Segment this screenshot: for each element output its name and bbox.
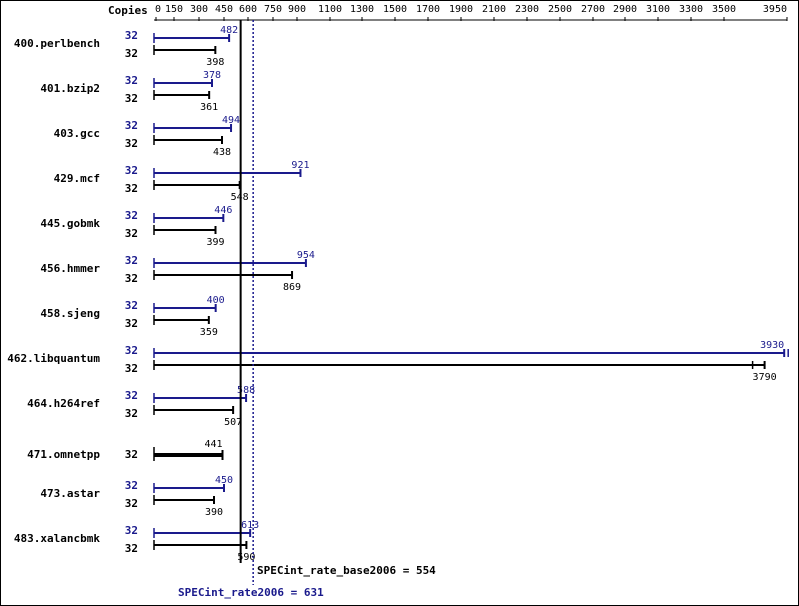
peak-copies-label: 32 xyxy=(125,119,138,132)
benchmark-label: 401.bzip2 xyxy=(40,82,100,95)
base-copies-label: 32 xyxy=(125,92,138,105)
peak-value-label: 494 xyxy=(222,115,240,126)
x-tick-label: 300 xyxy=(190,4,208,15)
base-copies-label: 32 xyxy=(125,272,138,285)
benchmark-label: 483.xalancbmk xyxy=(14,532,100,545)
peak-value-label: 3930 xyxy=(760,340,784,351)
x-tick-label: 2900 xyxy=(613,4,637,15)
base-copies-label: 32 xyxy=(125,182,138,195)
base-copies-label: 32 xyxy=(125,542,138,555)
x-tick-label: 0 xyxy=(155,4,161,15)
x-tick-label: 2300 xyxy=(515,4,539,15)
benchmark-label: 445.gobmk xyxy=(40,217,100,230)
x-tick-label: 1300 xyxy=(350,4,374,15)
base-copies-label: 32 xyxy=(125,448,138,461)
benchmark-label: 471.omnetpp xyxy=(27,448,100,461)
peak-copies-label: 32 xyxy=(125,299,138,312)
peak-copies-label: 32 xyxy=(125,479,138,492)
peak-copies-label: 32 xyxy=(125,254,138,267)
x-tick-label: 1500 xyxy=(383,4,407,15)
base-value-label: 869 xyxy=(283,282,301,293)
peak-value-label: 921 xyxy=(291,160,309,171)
peak-value-label: 446 xyxy=(214,205,232,216)
base-copies-label: 32 xyxy=(125,47,138,60)
peak-copies-label: 32 xyxy=(125,524,138,537)
base-value-label: 399 xyxy=(206,237,224,248)
benchmark-label: 473.astar xyxy=(40,487,100,500)
peak-copies-label: 32 xyxy=(125,209,138,222)
base-copies-label: 32 xyxy=(125,317,138,330)
x-tick-label: 1100 xyxy=(318,4,342,15)
benchmark-label: 456.hmmer xyxy=(40,262,100,275)
peak-value-label: 613 xyxy=(241,520,259,531)
x-tick-label: 600 xyxy=(239,4,257,15)
peak-value-label: 378 xyxy=(203,70,221,81)
peak-value-label: 450 xyxy=(215,475,233,486)
benchmark-label: 464.h264ref xyxy=(27,397,100,410)
benchmark-label: 458.sjeng xyxy=(40,307,100,320)
base-value-label: 3790 xyxy=(753,372,777,383)
base-value-label: 398 xyxy=(206,57,224,68)
copies-header: Copies xyxy=(108,4,148,17)
peak-value-label: 400 xyxy=(207,295,225,306)
base-value-label: 590 xyxy=(237,552,255,563)
x-tick-label: 3500 xyxy=(712,4,736,15)
x-tick-label: 1900 xyxy=(449,4,473,15)
peak-value-label: 954 xyxy=(297,250,315,261)
benchmark-label: 400.perlbench xyxy=(14,37,100,50)
x-tick-label: 2700 xyxy=(581,4,605,15)
base-copies-label: 32 xyxy=(125,497,138,510)
peak-copies-label: 32 xyxy=(125,29,138,42)
x-tick-label: 900 xyxy=(288,4,306,15)
x-tick-label: 150 xyxy=(165,4,183,15)
x-tick-label: 750 xyxy=(264,4,282,15)
benchmark-label: 403.gcc xyxy=(54,127,100,140)
x-tick-label: 1700 xyxy=(416,4,440,15)
peak-copies-label: 32 xyxy=(125,389,138,402)
base-copies-label: 32 xyxy=(125,407,138,420)
base-value-label: 361 xyxy=(200,102,218,113)
base-copies-label: 32 xyxy=(125,137,138,150)
labels-layer: 400.perlbench 32 482 32 398 401.bzip2 32 378 32 3… xyxy=(7,25,784,563)
base-value-label: 507 xyxy=(224,417,242,428)
base-value-label: 438 xyxy=(213,147,231,158)
base-copies-label: 32 xyxy=(125,362,138,375)
peak-copies-label: 32 xyxy=(125,164,138,177)
peak-value-label: 482 xyxy=(220,25,238,36)
peak-copies-label: 32 xyxy=(125,74,138,87)
x-tick-label: 450 xyxy=(215,4,233,15)
peak-value-label: 588 xyxy=(237,385,255,396)
peak-summary-label: SPECint_rate2006 = 631 xyxy=(178,586,324,599)
summary-layer: SPECint_rate_base2006 = 554SPECint_rate2… xyxy=(178,20,436,599)
peak-copies-label: 32 xyxy=(125,344,138,357)
x-tick-label: 3100 xyxy=(646,4,670,15)
benchmark-label: 462.libquantum xyxy=(7,352,100,365)
base-value-label: 390 xyxy=(205,507,223,518)
x-tick-label: 2100 xyxy=(482,4,506,15)
base-copies-label: 32 xyxy=(125,227,138,240)
x-tick-label: 3300 xyxy=(679,4,703,15)
bars-layer xyxy=(153,33,789,550)
benchmark-label: 429.mcf xyxy=(54,172,100,185)
x-tick-label: 3950 xyxy=(763,4,787,15)
x-axis: 0 150 300 450 600 750 900 1100 1300 1500 1700 1900 2… xyxy=(154,4,788,21)
base-value-label: 441 xyxy=(204,439,222,450)
x-tick-label: 2500 xyxy=(548,4,572,15)
base-summary-label: SPECint_rate_base2006 = 554 xyxy=(257,564,436,577)
base-value-label: 359 xyxy=(200,327,218,338)
